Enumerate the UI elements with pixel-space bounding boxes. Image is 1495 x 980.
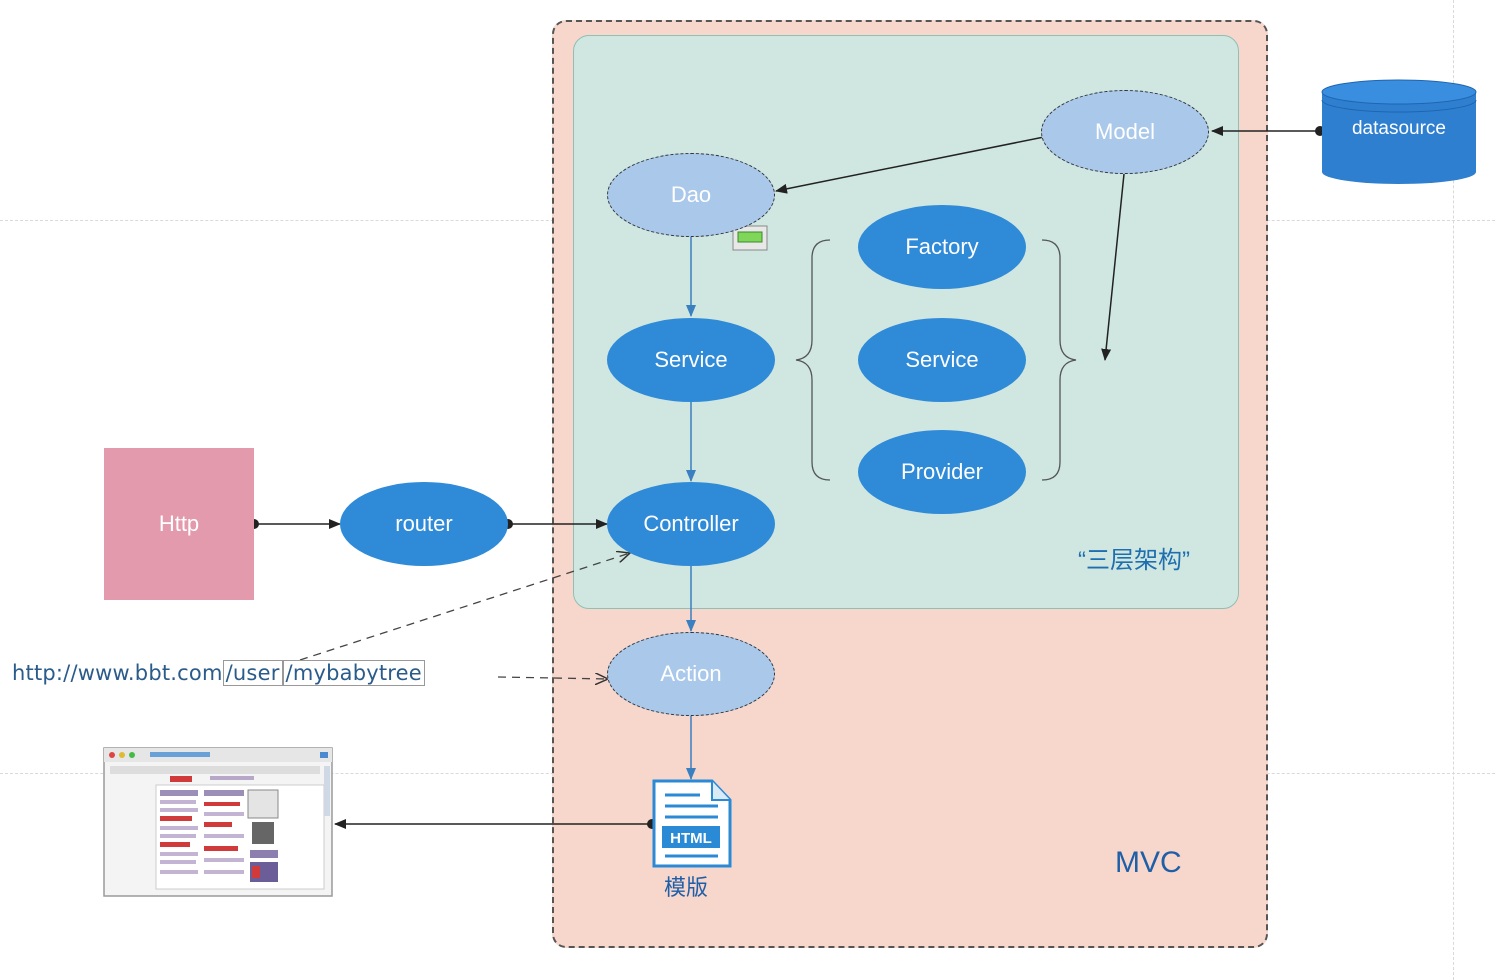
model-node: Model	[1041, 90, 1209, 174]
url-user: user	[232, 661, 280, 685]
url-segment-user: /user	[222, 660, 283, 686]
controller-label: Controller	[643, 511, 739, 536]
template-label: 模版	[664, 875, 709, 900]
mvc-label: MVC	[1115, 846, 1182, 879]
url-page: mybabytree	[292, 661, 422, 685]
action-node: Action	[607, 632, 775, 716]
url-separator: /	[285, 661, 293, 685]
group-bracket-right	[1041, 239, 1077, 481]
service-right-label: Service	[905, 347, 979, 372]
battery-indicator-icon	[732, 225, 768, 251]
browser-page-icon	[103, 747, 333, 897]
http-label: Http	[158, 511, 200, 536]
router-node: router	[340, 482, 508, 566]
action-label: Action	[660, 661, 722, 686]
guide-line-vertical	[1453, 0, 1454, 980]
database-icon	[1321, 79, 1477, 184]
url-segment-page: /mybabytree	[282, 660, 425, 686]
url-label: http://www.bbt.com/user/mybabytree	[12, 660, 425, 686]
edge-model-group	[1101, 173, 1125, 361]
controller-node: Controller	[607, 482, 775, 566]
http-node: Http	[104, 448, 254, 600]
datasource-label: datasource	[1351, 118, 1446, 139]
service-node: Service	[607, 318, 775, 402]
provider-node: Provider	[858, 430, 1026, 514]
url-separator: /	[225, 661, 233, 685]
model-label: Model	[1095, 119, 1155, 144]
dao-label: Dao	[670, 182, 712, 207]
factory-label: Factory	[905, 234, 979, 259]
url-prefix: http://www.bbt.com	[12, 661, 223, 685]
html-file-icon: HTML	[652, 779, 732, 868]
router-label: router	[395, 511, 453, 536]
factory-node: Factory	[858, 205, 1026, 289]
edge-model-dao	[775, 136, 1045, 194]
service-right-node: Service	[858, 318, 1026, 402]
html-icon-text: HTML	[670, 830, 712, 847]
dao-node: Dao	[607, 153, 775, 237]
group-bracket-left	[795, 239, 831, 481]
provider-label: Provider	[901, 459, 983, 484]
three-layer-label: “三层架构”	[1078, 547, 1190, 574]
edge-url-controller	[299, 553, 630, 661]
service-label: Service	[654, 347, 728, 372]
edge-url-action	[497, 677, 608, 679]
